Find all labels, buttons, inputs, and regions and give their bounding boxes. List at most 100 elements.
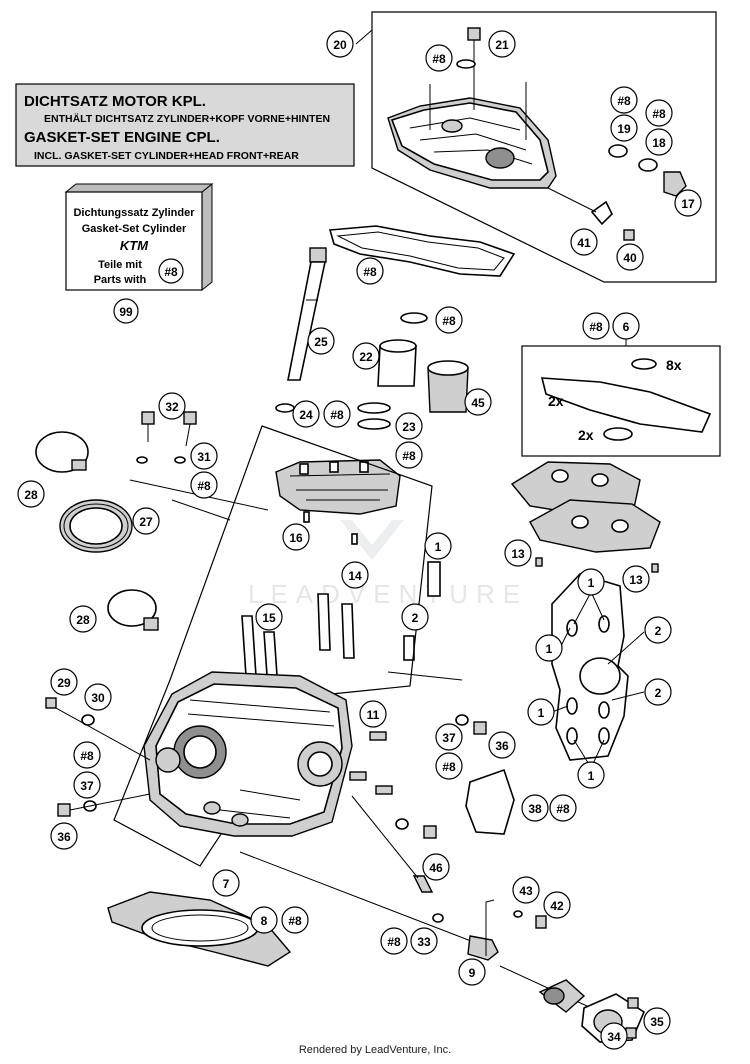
callout-22: 22 [352,342,380,370]
kit-box-line3: Teile mit [98,259,142,271]
callout-28-bottom: 28 [69,605,97,633]
gasket-kit-6 [521,334,721,457]
callout-14: 14 [341,561,369,589]
svg-text:13: 13 [511,547,525,561]
callout-8-valve-cover: #8 [425,44,453,72]
svg-text:#8: #8 [330,408,344,422]
label-8x: 8x [666,357,682,373]
kit-box-number-callout: 99 [119,305,133,319]
callout-13-a: 13 [504,539,532,567]
svg-text:37: 37 [442,731,456,745]
head-gasket-8 [107,891,292,967]
callout-45: 45 [464,388,492,416]
callout-13-b: 13 [622,565,650,593]
svg-text:#8: #8 [363,265,377,279]
rocker-arms-13 [510,461,661,573]
sensor-and-housing [239,851,646,1043]
callout-27: 27 [132,507,160,535]
svg-text:2: 2 [655,686,662,700]
gasket-box-line3: GASKET-SET ENGINE CPL. [24,129,220,146]
watermark-text: LEADVENTURE [248,579,528,609]
cylinder-gasket-kit-box: Dichtungssatz Zylinder Gasket-Set Cylind… [64,182,214,324]
svg-text:11: 11 [367,708,380,722]
callout-33: 33 [410,927,438,955]
svg-text:#8: #8 [589,320,603,334]
svg-text:#8: #8 [617,94,631,108]
intake-boot-assembly [35,431,159,631]
callout-8-gasket: #8 [356,257,384,285]
watermark: LEADVENTURE [248,520,528,609]
svg-text:13: 13 [629,573,643,587]
callout-30: 30 [84,683,112,711]
svg-text:#8: #8 [442,760,456,774]
svg-text:#8: #8 [288,914,302,928]
ktm-logo: KTM [120,238,149,253]
callout-1-e: 1 [577,761,605,789]
callout-16: 16 [282,523,310,551]
svg-text:19: 19 [617,122,631,136]
callout-8-24: #8 [323,400,351,428]
callout-17: 17 [674,189,702,217]
callout-8-top-a: #8 [610,86,638,114]
gasket-box-line4: INCL. GASKET-SET CYLINDER+HEAD FRONT+REA… [34,150,299,162]
svg-text:45: 45 [471,396,485,410]
callout-9: 9 [458,958,486,986]
callout-15: 15 [255,603,283,631]
svg-text:8: 8 [261,914,268,928]
callout-36-right: 36 [488,731,516,759]
svg-text:38: 38 [528,802,542,816]
svg-text:1: 1 [588,769,595,783]
callout-2-b: 2 [644,616,672,644]
svg-text:36: 36 [495,739,509,753]
callout-40: 40 [616,243,644,271]
svg-text:33: 33 [417,935,431,949]
valve-shim-plate [551,573,645,767]
svg-text:32: 32 [165,400,179,414]
svg-text:1: 1 [588,576,595,590]
svg-text:2: 2 [412,611,419,625]
callout-20: 20 [326,30,354,58]
callout-8-37: #8 [435,752,463,780]
callout-28-top: 28 [17,480,45,508]
callout-42: 42 [543,891,571,919]
callout-41: 41 [570,228,598,256]
label-2x-a: 2x [548,393,564,409]
callout-18: 18 [645,128,673,156]
callout-8-23: #8 [395,441,423,469]
svg-text:6: 6 [623,320,630,334]
callout-7: 7 [212,869,240,897]
svg-text:9: 9 [469,966,476,980]
svg-text:43: 43 [519,884,533,898]
svg-text:16: 16 [289,531,303,545]
svg-text:15: 15 [262,611,276,625]
callout-21: 21 [488,30,516,58]
svg-text:41: 41 [577,236,591,250]
callout-25: 25 [307,327,335,355]
callout-46: 46 [422,853,450,881]
svg-text:18: 18 [652,136,666,150]
svg-text:20: 20 [333,38,347,52]
svg-text:14: 14 [348,569,362,583]
callout-8-kit6: #8 [582,312,610,340]
callout-8-oring: #8 [435,306,463,334]
callout-1-c: 1 [535,634,563,662]
svg-text:#8: #8 [432,52,446,66]
callout-1-a: 1 [424,532,452,560]
valve-cover-group [355,11,717,283]
svg-text:23: 23 [402,420,416,434]
svg-text:27: 27 [139,515,153,529]
callout-19: 19 [610,114,638,142]
svg-text:30: 30 [91,691,105,705]
callout-37-left: 37 [73,771,101,799]
svg-text:#8: #8 [652,107,666,121]
bolts-32-31 [136,411,197,464]
svg-text:22: 22 [359,350,373,364]
kit-box-line1: Dichtungssatz Zylinder [73,207,195,219]
callout-31: 31 [190,442,218,470]
callout-43: 43 [512,876,540,904]
callout-8-33: #8 [380,927,408,955]
svg-text:34: 34 [607,1030,621,1044]
callout-34: 34 [600,1022,628,1050]
svg-text:37: 37 [80,779,94,793]
